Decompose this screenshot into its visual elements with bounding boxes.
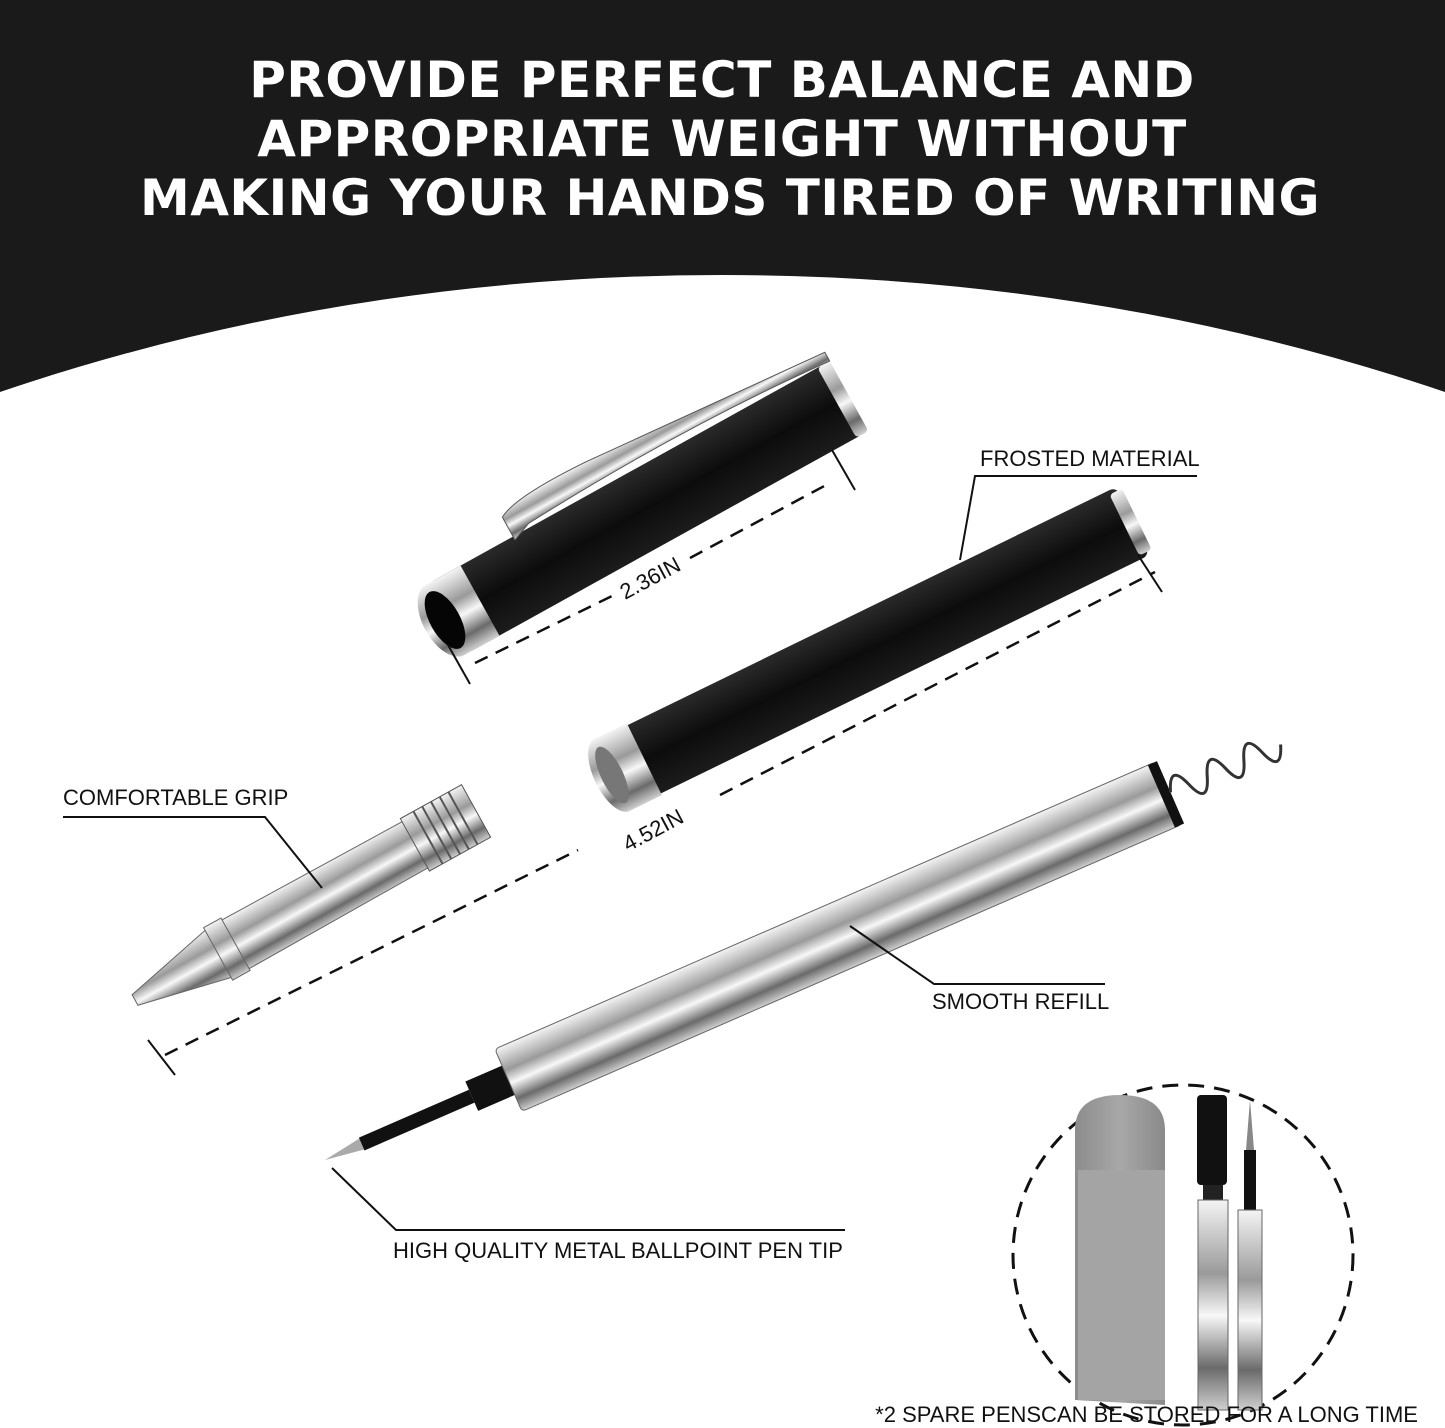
pen-cap (417, 351, 868, 657)
pen-barrel (588, 489, 1151, 812)
headline-line-1: PROVIDE PERFECT BALANCE AND (249, 51, 1195, 109)
smooth-refill-label: SMOOTH REFILL (932, 989, 1109, 1014)
pen-grip (131, 784, 492, 1006)
callout-refill: SMOOTH REFILL (849, 925, 1109, 1014)
spare-refills-inset (1011, 1083, 1355, 1427)
barrel-length-label: 4.52IN (619, 804, 688, 857)
pen-tip-label: HIGH QUALITY METAL BALLPOINT PEN TIP (393, 1238, 843, 1263)
headline-line-2: APPROPRIATE WEIGHT WITHOUT (257, 110, 1186, 168)
header-band (0, 0, 1445, 392)
headline-line-3: MAKING YOUR HANDS TIRED OF WRITING (140, 169, 1320, 227)
footnote: *2 SPARE PENSCAN BE STORED FOR A LONG TI… (875, 1402, 1418, 1427)
pen-refill (325, 741, 1283, 1160)
callout-grip: COMFORTABLE GRIP (63, 785, 323, 889)
callout-tip: HIGH QUALITY METAL BALLPOINT PEN TIP (331, 1167, 845, 1263)
spare-refill-1 (1197, 1095, 1229, 1411)
spare-refill-2 (1237, 1100, 1263, 1411)
frosted-material-label: FROSTED MATERIAL (980, 446, 1200, 471)
comfortable-grip-label: COMFORTABLE GRIP (63, 785, 288, 810)
callout-frosted: FROSTED MATERIAL (959, 446, 1200, 561)
